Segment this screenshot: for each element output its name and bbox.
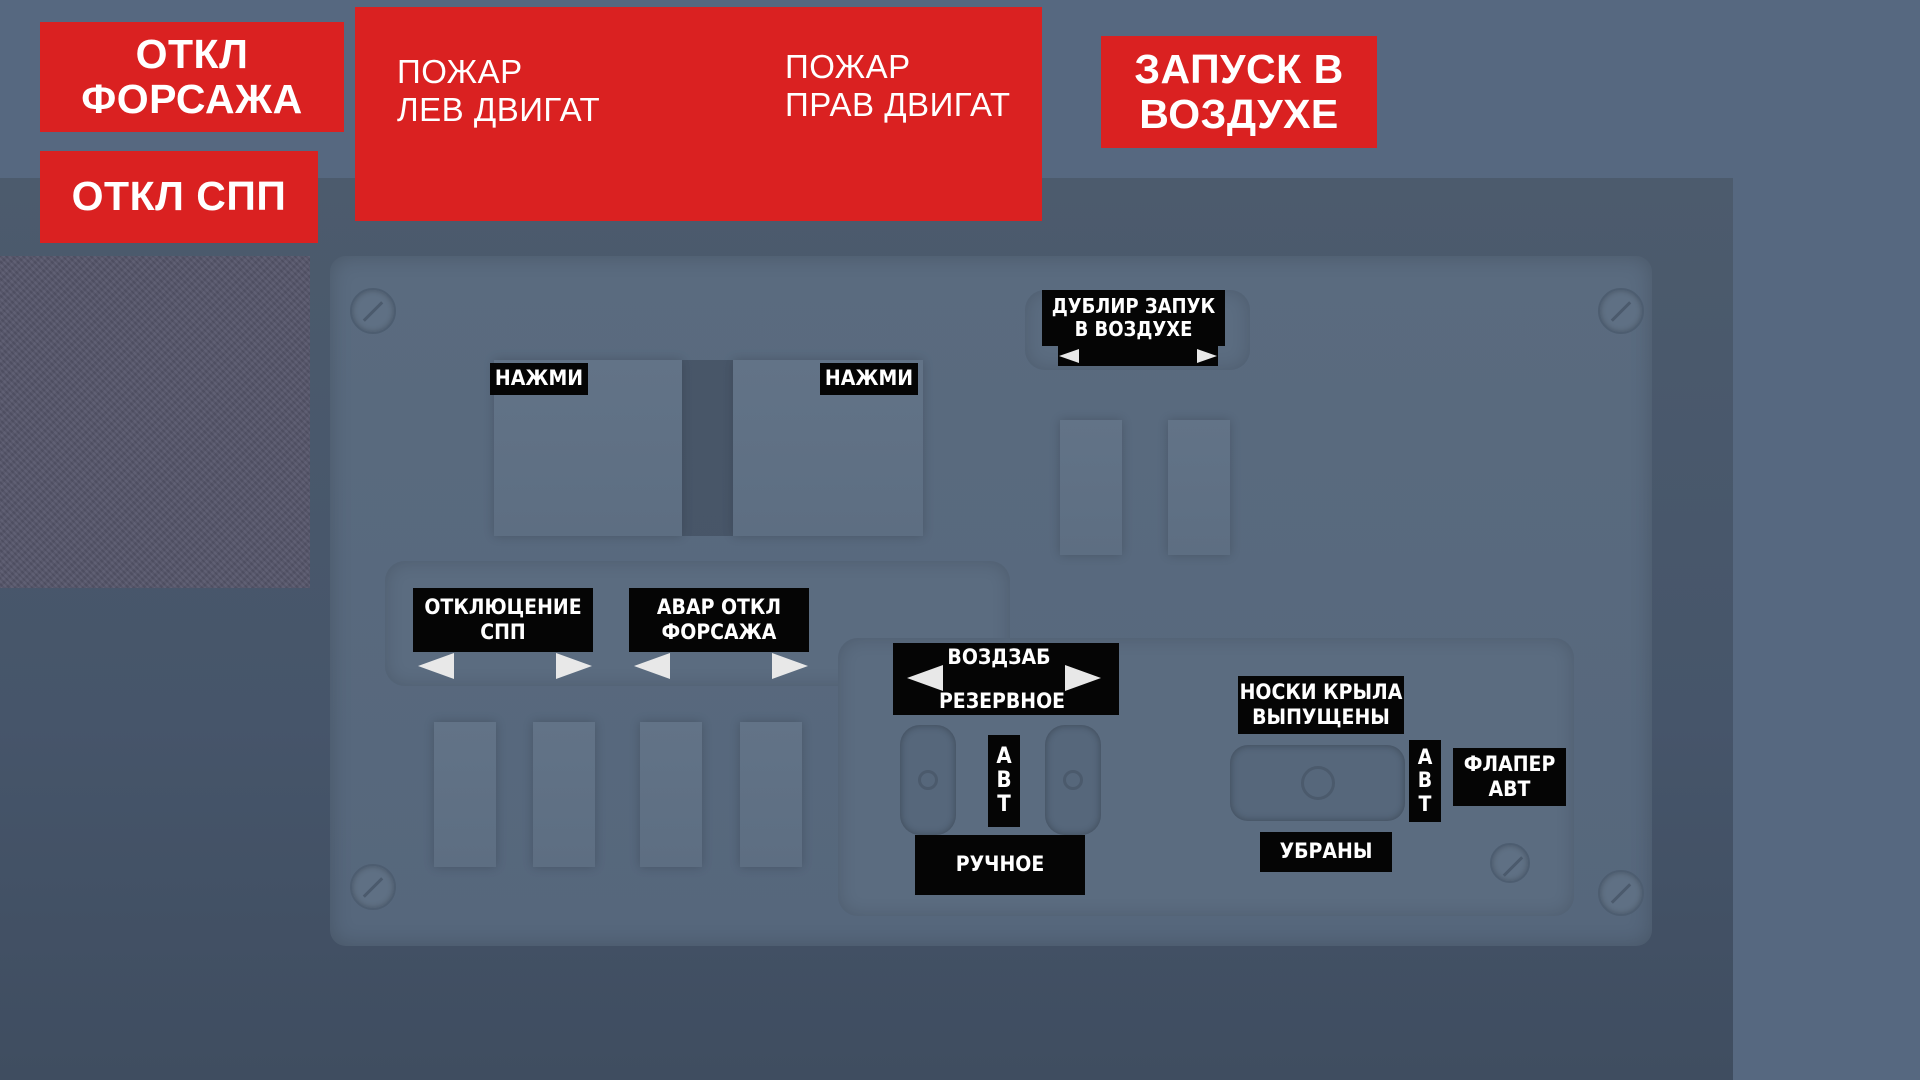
slats-auto-label: А В Т: [1409, 740, 1441, 822]
spp-disable-switch-left[interactable]: [434, 722, 496, 867]
emergency-ab-off-label: АВАР ОТКЛ ФОРСАЖА: [629, 588, 809, 652]
airbrake-toggle-left[interactable]: [900, 725, 956, 835]
ab-off-switch-right[interactable]: [740, 722, 802, 867]
screw-icon: [1598, 288, 1644, 334]
flaperon-auto-label: ФЛАПЕР АВТ: [1453, 748, 1566, 806]
afterburner-off-warning: ОТКЛ ФОРСАЖА: [40, 22, 344, 132]
ab-off-switch-left[interactable]: [640, 722, 702, 867]
airbrake-toggle-right[interactable]: [1045, 725, 1101, 835]
screw-icon: [1490, 843, 1530, 883]
auto-letter: В: [1417, 768, 1433, 793]
auto-letter: А: [996, 743, 1012, 769]
fire-warning-panel: ПОЖАР ЛЕВ ДВИГАТ ПОЖАР ПРАВ ДВИГАТ: [355, 7, 1042, 221]
push-label-left: НАЖМИ: [490, 363, 588, 395]
auto-letter: А: [1417, 745, 1433, 770]
emergency-ab-off-arrow-bar: [634, 652, 808, 680]
airbrake-manual-label: РУЧНОЕ: [915, 835, 1085, 895]
slats-retracted-label: УБРАНЫ: [1260, 832, 1392, 872]
backup-airstart-switch-left[interactable]: [1060, 420, 1122, 555]
screw-icon: [350, 864, 396, 910]
backup-airstart-switch-right[interactable]: [1168, 420, 1230, 555]
backup-airstart-arrow-bar: [1058, 346, 1218, 366]
arrow-right-icon: [772, 653, 808, 679]
toggle-pivot-icon: [918, 770, 938, 790]
spp-disable-label: ОТКЛЮЦЕНИЕ СПП: [413, 588, 593, 652]
arrow-right-icon: [1065, 665, 1101, 691]
airbrake-auto-label: А В Т: [988, 735, 1020, 827]
fire-right-engine-warning: ПОЖАР ПРАВ ДВИГАТ: [785, 48, 1011, 123]
arrow-right-icon: [1197, 349, 1217, 363]
auto-letter: Т: [1418, 791, 1432, 816]
push-label-right: НАЖМИ: [820, 363, 918, 395]
toggle-pivot-icon: [1063, 770, 1083, 790]
slats-toggle[interactable]: [1230, 745, 1405, 821]
auto-letter: В: [996, 767, 1012, 793]
toggle-pivot-icon: [1300, 766, 1335, 800]
arrow-left-icon: [907, 665, 943, 691]
slats-extended-label: НОСКИ КРЫЛА ВЫПУЩЕНЫ: [1238, 676, 1404, 734]
arrow-left-icon: [418, 653, 454, 679]
screw-icon: [350, 288, 396, 334]
fire-left-engine-warning: ПОЖАР ЛЕВ ДВИГАТ: [397, 53, 601, 128]
backup-airstart-label: ДУБЛИР ЗАПУК В ВОЗДУХЕ: [1042, 290, 1225, 346]
airbrake-backup-label: РЕЗЕРВНОЕ: [938, 689, 1066, 713]
spp-disable-arrow-bar: [418, 652, 592, 680]
spp-off-warning: ОТКЛ СПП: [40, 151, 318, 243]
airbrake-label: ВОЗДЗАБ: [947, 645, 1051, 669]
textured-surface: [0, 256, 310, 588]
arrow-left-icon: [1059, 349, 1079, 363]
arrow-right-icon: [556, 653, 592, 679]
push-button-well: [682, 360, 733, 536]
airstart-warning: ЗАПУСК В ВОЗДУХЕ: [1101, 36, 1377, 148]
spp-disable-switch-right[interactable]: [533, 722, 595, 867]
arrow-left-icon: [634, 653, 670, 679]
screw-icon: [1598, 870, 1644, 916]
auto-letter: Т: [997, 792, 1011, 818]
airbrake-label-block: ВОЗДЗАБ РЕЗЕРВНОЕ: [893, 643, 1119, 715]
